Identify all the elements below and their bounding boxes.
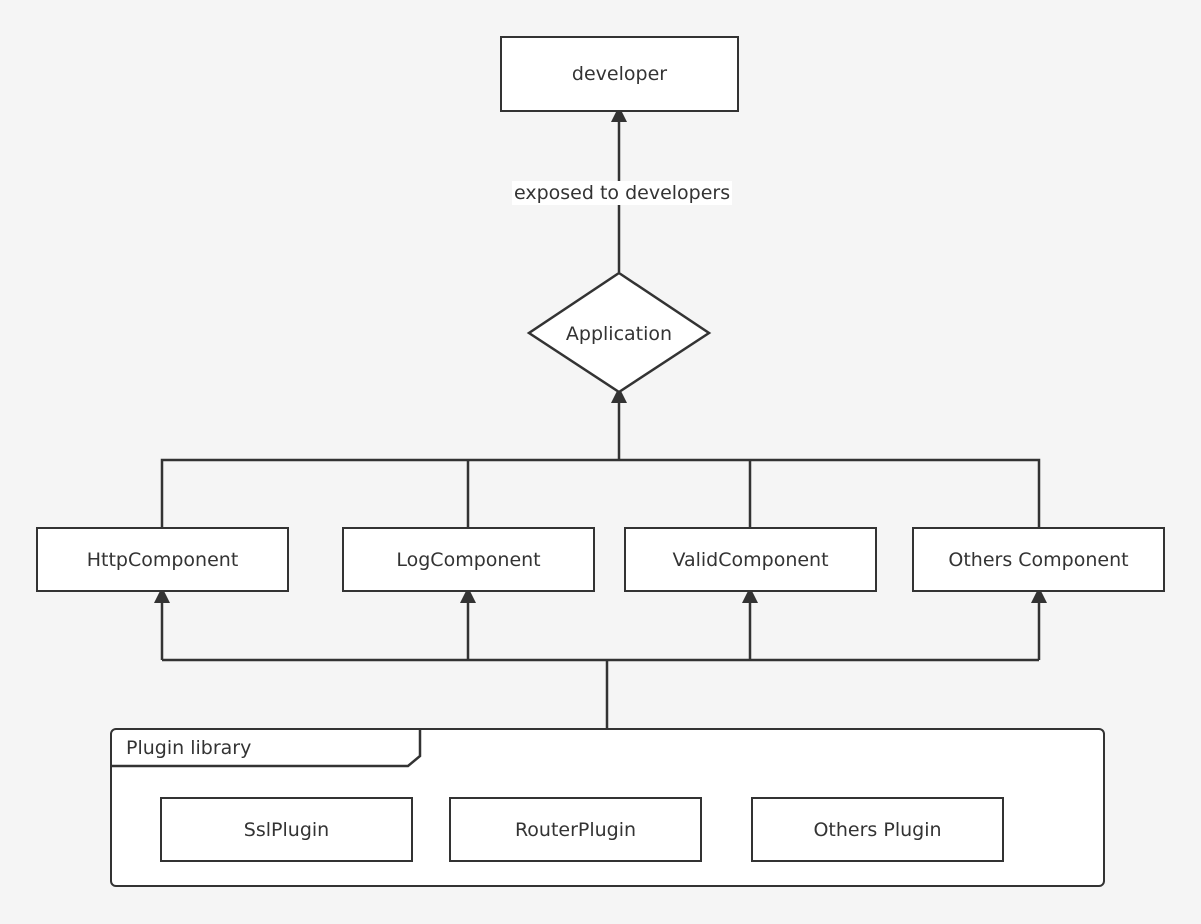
valid-component-label: ValidComponent (672, 548, 829, 571)
edge-label-exposed: exposed to developers (512, 181, 733, 205)
others-component-label: Others Component (948, 548, 1129, 571)
log-component-node: LogComponent (342, 527, 595, 592)
plugin-library-title: Plugin library (126, 737, 252, 759)
plugin-library-tab (111, 729, 422, 768)
application-label: Application (565, 323, 673, 345)
ssl-plugin-label: SslPlugin (243, 818, 330, 841)
http-component-label: HttpComponent (86, 548, 239, 571)
router-plugin-label: RouterPlugin (514, 818, 637, 841)
components-bus (160, 458, 1041, 527)
others-plugin-label: Others Plugin (813, 818, 942, 841)
developer-node: developer (500, 36, 739, 112)
valid-component-node: ValidComponent (624, 527, 877, 592)
others-plugin-node: Others Plugin (751, 797, 1004, 862)
developer-label: developer (571, 63, 668, 85)
http-component-node: HttpComponent (36, 527, 289, 592)
router-plugin-node: RouterPlugin (449, 797, 702, 862)
log-component-label: LogComponent (396, 548, 541, 571)
others-component-node: Others Component (912, 527, 1165, 592)
ssl-plugin-node: SslPlugin (160, 797, 413, 862)
